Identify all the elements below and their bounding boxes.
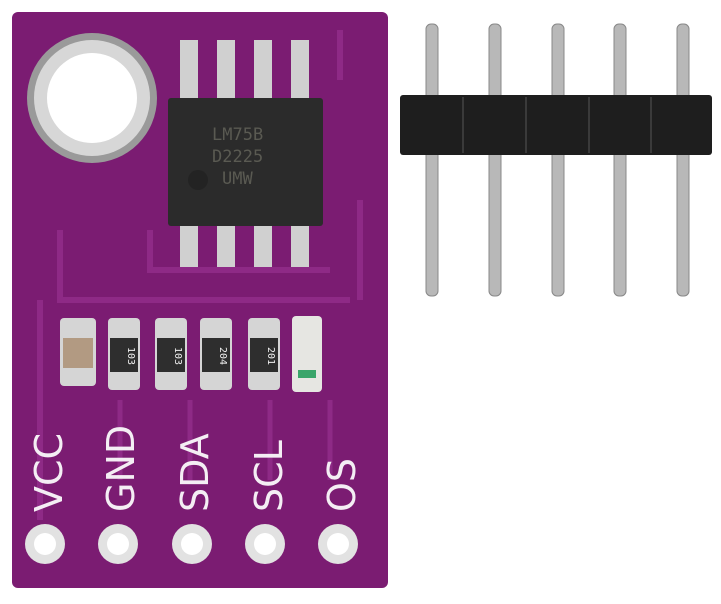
resistor-code: 201 bbox=[265, 347, 276, 365]
led bbox=[292, 316, 322, 392]
chip-marking-line3: UMW bbox=[222, 169, 253, 189]
capacitor bbox=[60, 318, 96, 386]
label-scl: SCL bbox=[247, 440, 291, 512]
label-gnd: GND bbox=[99, 425, 143, 512]
chip-marking-line1: LM75B bbox=[212, 125, 263, 145]
lm75b-chip: LM75B D2225 UMW bbox=[168, 98, 323, 226]
resistor-code: 103 bbox=[172, 347, 183, 365]
mounting-hole bbox=[27, 33, 157, 163]
chip-marking-line2: D2225 bbox=[212, 147, 263, 167]
resistor: 103 bbox=[155, 318, 187, 390]
resistor-code: 204 bbox=[217, 347, 228, 365]
label-sda: SDA bbox=[173, 433, 217, 512]
resistor: 204 bbox=[200, 318, 232, 390]
solder-pads bbox=[25, 524, 358, 564]
resistor-code: 103 bbox=[125, 347, 136, 365]
pin-labels: VCC GND SDA SCL OS bbox=[27, 425, 364, 512]
pin-header bbox=[400, 23, 712, 297]
chip-pins bbox=[180, 40, 309, 267]
label-vcc: VCC bbox=[27, 433, 71, 512]
resistor: 103 bbox=[108, 318, 140, 390]
resistor: 201 bbox=[248, 318, 280, 390]
label-os: OS bbox=[320, 458, 364, 512]
resistors: 103 103 204 201 bbox=[108, 318, 280, 390]
